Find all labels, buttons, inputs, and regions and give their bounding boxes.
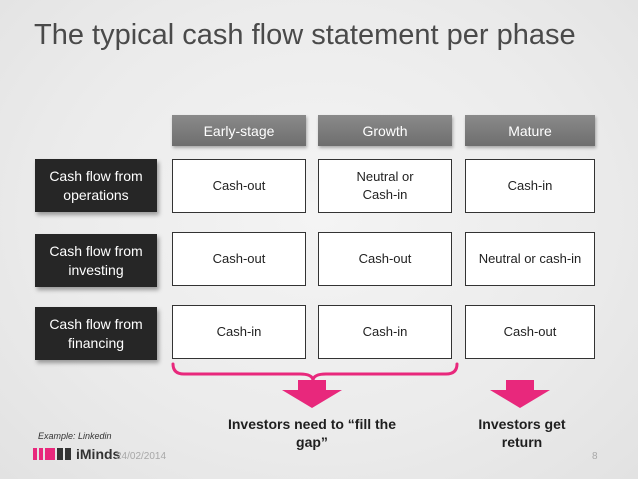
cell-operations-mature: Cash-in	[465, 159, 595, 213]
phase-header-early-stage: Early-stage	[172, 115, 306, 146]
note-investors-return: Investors get return	[478, 416, 566, 450]
cell-financing-growth: Cash-in	[318, 305, 452, 359]
footer-date: 24/02/2014	[116, 451, 167, 462]
page-number: 8	[592, 451, 598, 462]
phase-header-mature: Mature	[465, 115, 595, 146]
arrow-down-icon	[282, 380, 342, 408]
row-label-operations: Cash flow from operations	[35, 159, 157, 212]
example-caption: Example: Linkedin	[38, 431, 112, 441]
slide-title: The typical cash flow statement per phas…	[34, 19, 576, 51]
row-label-financing: Cash flow from financing	[35, 307, 157, 360]
arrow-down-icon	[490, 380, 550, 408]
cell-financing-early: Cash-in	[172, 305, 306, 359]
cell-investing-early: Cash-out	[172, 232, 306, 286]
cell-investing-mature: Neutral or cash-in	[465, 232, 595, 286]
row-label-investing: Cash flow from investing	[35, 234, 157, 287]
note-investors-fill-gap: Investors need to “fill the gap”	[227, 416, 397, 450]
cell-financing-mature: Cash-out	[465, 305, 595, 359]
footer-logo: iMinds	[33, 446, 120, 462]
iminds-logo-icon	[33, 448, 71, 460]
bracket-icon	[171, 362, 459, 381]
phase-header-growth: Growth	[318, 115, 452, 146]
cell-operations-early: Cash-out	[172, 159, 306, 213]
cell-investing-growth: Cash-out	[318, 232, 452, 286]
logo-text: iMinds	[76, 446, 121, 462]
cell-operations-growth: Neutral or Cash-in	[318, 159, 452, 213]
